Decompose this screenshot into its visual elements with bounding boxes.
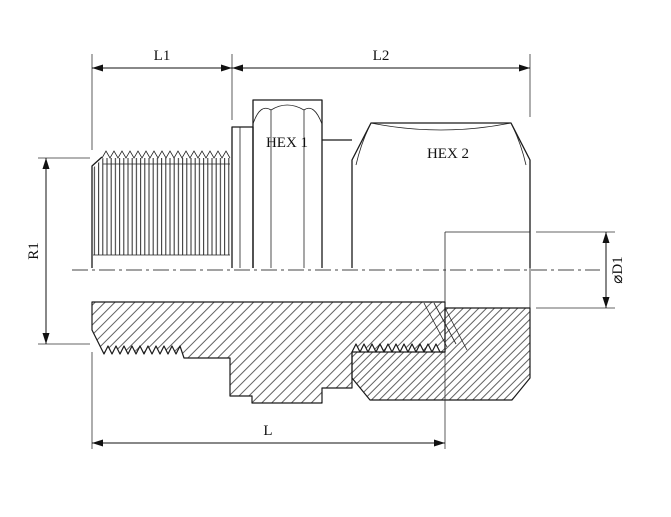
dim-l: L — [91, 312, 446, 449]
dim-l2-label: L2 — [373, 48, 390, 64]
section-view — [91, 301, 531, 404]
dim-l1: L1 — [91, 48, 233, 150]
dimensions: L1 L2 R1 ⌀D1 L — [26, 48, 626, 449]
body-section — [91, 301, 446, 404]
tube-bore-lines — [444, 231, 531, 308]
hex2-label: HEX 2 — [427, 146, 469, 162]
dim-r1-label: R1 — [26, 242, 42, 260]
thread-end-face — [91, 156, 103, 268]
collar — [231, 126, 254, 268]
dim-l1-label: L1 — [154, 48, 171, 64]
hex1-section: HEX 1 — [252, 99, 323, 268]
dim-d1-label: ⌀D1 — [610, 256, 626, 283]
dim-l-label: L — [263, 423, 272, 439]
dim-r1: R1 — [26, 157, 90, 345]
dim-l2: L2 — [232, 48, 531, 117]
external-view: HEX 1 HEX 2 — [91, 99, 531, 308]
dim-d1: ⌀D1 — [536, 231, 626, 309]
male-thread — [91, 150, 231, 268]
hex2-nut: HEX 2 — [351, 122, 531, 268]
hex1-label: HEX 1 — [266, 135, 308, 151]
thread-crest-serration — [101, 150, 231, 159]
thread-texture — [93, 158, 230, 255]
